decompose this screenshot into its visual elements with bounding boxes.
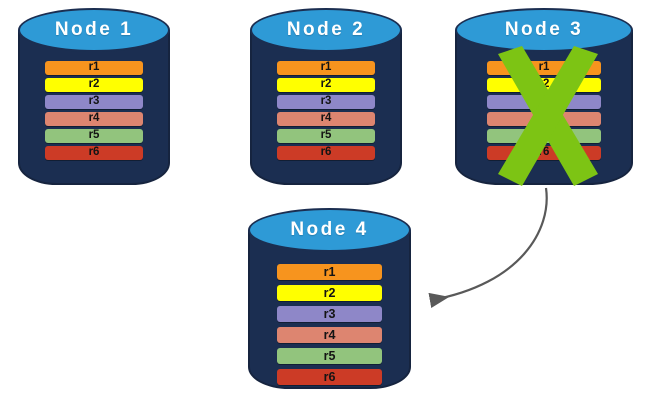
node-cylinder-1[interactable]: Node 1 r1 r2 r3 r4 r5 r6 — [18, 8, 170, 185]
node-cylinder-2[interactable]: Node 2 r1 r2 r3 r4 r5 r6 — [250, 8, 402, 185]
record-bar-r5[interactable]: r5 — [277, 129, 375, 143]
record-bar-r2[interactable]: r2 — [277, 285, 382, 301]
record-bar-r4[interactable]: r4 — [277, 327, 382, 343]
record-bar-r3[interactable]: r3 — [487, 95, 601, 109]
record-bar-r6[interactable]: r6 — [45, 146, 143, 160]
arrow-path — [428, 187, 548, 308]
cylinder-top-1 — [18, 8, 170, 52]
record-bar-r3[interactable]: r3 — [277, 95, 375, 109]
record-bar-r6[interactable]: r6 — [277, 369, 382, 385]
record-bar-r4[interactable]: r4 — [45, 112, 143, 126]
cylinder-top-2 — [250, 8, 402, 52]
record-bar-r1[interactable]: r1 — [277, 264, 382, 280]
record-bar-r6[interactable]: r6 — [487, 146, 601, 160]
record-bar-r1[interactable]: r1 — [487, 61, 601, 75]
record-bar-r3[interactable]: r3 — [45, 95, 143, 109]
record-bar-r5[interactable]: r5 — [277, 348, 382, 364]
record-bar-r5[interactable]: r5 — [45, 129, 143, 143]
cylinder-top-4 — [248, 208, 411, 252]
record-bar-r2[interactable]: r2 — [45, 78, 143, 92]
record-bar-r2[interactable]: r2 — [487, 78, 601, 92]
node-cylinder-3[interactable]: Node 3 r1 r2 r3 r4 r5 r6 — [455, 8, 633, 185]
record-bar-r1[interactable]: r1 — [45, 61, 143, 75]
record-bar-r4[interactable]: r4 — [277, 112, 375, 126]
record-bar-r2[interactable]: r2 — [277, 78, 375, 92]
record-stack-3: r1 r2 r3 r4 r5 r6 — [487, 61, 601, 160]
record-stack-2: r1 r2 r3 r4 r5 r6 — [277, 61, 375, 160]
record-bar-r5[interactable]: r5 — [487, 129, 601, 143]
record-stack-1: r1 r2 r3 r4 r5 r6 — [45, 61, 143, 160]
record-stack-4: r1 r2 r3 r4 r5 r6 — [277, 264, 382, 385]
node-cylinder-4[interactable]: Node 4 r1 r2 r3 r4 r5 r6 — [248, 208, 411, 389]
cylinder-top-3 — [455, 8, 633, 52]
record-bar-r1[interactable]: r1 — [277, 61, 375, 75]
record-bar-r3[interactable]: r3 — [277, 306, 382, 322]
record-bar-r4[interactable]: r4 — [487, 112, 601, 126]
record-bar-r6[interactable]: r6 — [277, 146, 375, 160]
